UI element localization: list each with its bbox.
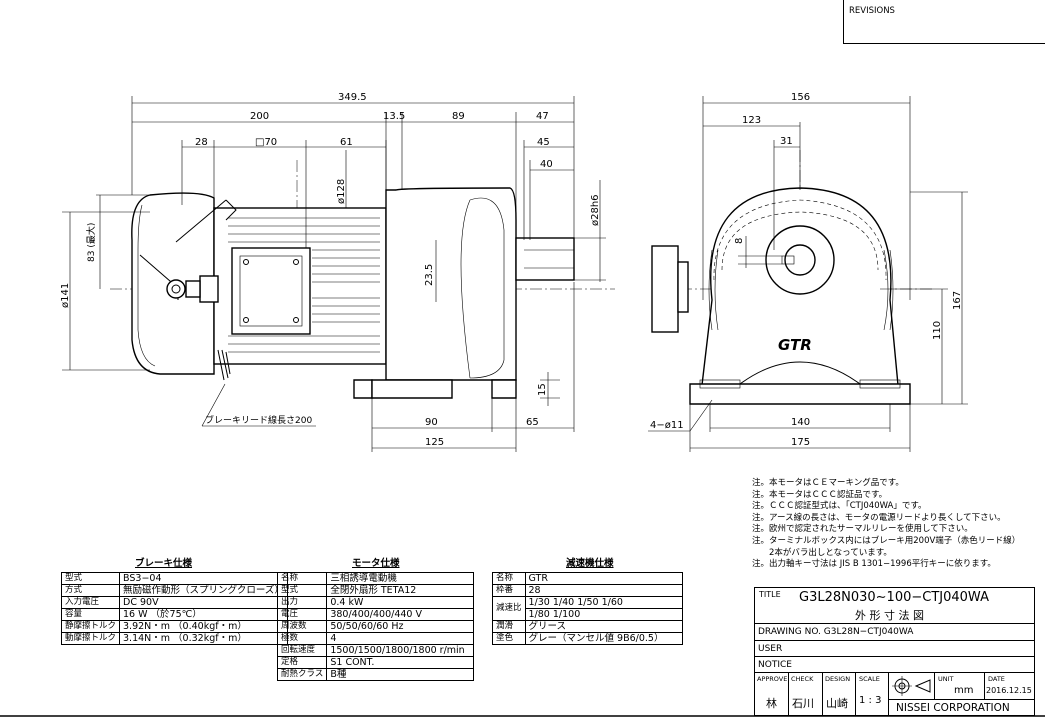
dim-23-5: 23.5 <box>424 264 435 286</box>
approve-name: 林 <box>766 697 777 710</box>
motor-spec-title: モータ仕様 <box>352 558 400 569</box>
cable-gland <box>199 275 219 303</box>
dim-167: 167 <box>952 291 963 310</box>
note-line: 注。欧州で認定されたサーマルリレーを使用して下さい。 <box>752 524 973 535</box>
title-main: G3L28N030∼100−CTJ040WA <box>799 590 989 605</box>
motor-fins <box>228 217 380 353</box>
output-shaft <box>515 237 575 281</box>
scale-value: 1 : 3 <box>859 695 882 706</box>
dim-123: 123 <box>742 115 761 126</box>
note-line: 注。アース線の長さは、モータの電源リードより長くして下さい。 <box>752 512 1006 523</box>
dim-47: 47 <box>536 111 549 122</box>
dim-156: 156 <box>791 92 810 103</box>
brake-spec-title: ブレーキ仕様 <box>135 558 193 569</box>
dim-45: 45 <box>537 137 550 148</box>
table-row: 名称三相誘導電動機 <box>276 572 475 585</box>
dim-175: 175 <box>791 437 810 448</box>
gear-housing <box>385 187 517 381</box>
title-sub: 外 形 寸 法 図 <box>855 609 924 622</box>
front-view <box>651 150 935 405</box>
check-name: 石川 <box>792 697 814 710</box>
dim-15: 15 <box>537 383 548 396</box>
side-view <box>110 160 615 399</box>
gtr-logo: GTR <box>778 336 812 354</box>
dim-349-5: 349.5 <box>338 92 367 103</box>
dim-89: 89 <box>452 111 465 122</box>
front-base <box>689 383 911 405</box>
dim-125: 125 <box>425 437 444 448</box>
dim-31: 31 <box>780 136 793 147</box>
design-name: 山崎 <box>826 697 848 710</box>
dim-90: 90 <box>425 417 438 428</box>
dim-8: 8 <box>734 238 745 244</box>
dim-13-5: 13.5 <box>383 111 405 122</box>
revisions-label: REVISIONS <box>849 6 895 16</box>
dim-dia141: ø141 <box>60 283 71 308</box>
drawing-number: DRAWING NO. G3L28N−CTJ040WA <box>758 627 914 637</box>
dim-box70: □70 <box>255 137 277 148</box>
dim-40: 40 <box>540 159 553 170</box>
table-row: 方式無励磁作動形（スプリングクローズ） <box>60 584 288 597</box>
dim-110: 110 <box>932 321 943 340</box>
dim-dia28h6: ø28h6 <box>590 194 601 226</box>
notes: 注。本モータはＣＥマーキング品です。 注。本モータはＣＣＣ認証品です。 注。ＣＣ… <box>752 478 1020 571</box>
title-label: TITLE <box>759 590 781 599</box>
dim-28: 28 <box>195 137 208 148</box>
shaft-end <box>784 244 816 276</box>
table-row: 型式全閉外扇形 TETA12 <box>276 584 475 597</box>
table-row: 潤滑グリース <box>492 620 683 633</box>
dim-holes: 4−ø11 <box>650 420 684 431</box>
dim-dia128: ø128 <box>336 179 347 204</box>
base-foot <box>371 379 453 399</box>
note-line: 注。本モータはＣＣＣ認証品です。 <box>752 489 888 500</box>
front-dimensions <box>648 96 968 452</box>
brake-lead-note: ブレーキリード線長さ200 <box>205 414 312 426</box>
front-terminal-box <box>651 245 679 333</box>
notice-label: NOTICE <box>758 660 792 670</box>
dim-200: 200 <box>250 111 269 122</box>
side-dimensions <box>62 96 606 452</box>
dim-140: 140 <box>791 417 810 428</box>
title-block: TITLE G3L28N030∼100−CTJ040WA 外 形 寸 法 図 D… <box>754 587 1035 716</box>
company-name: NISSEI CORPORATION <box>896 702 1010 714</box>
dim-83-max: 83 (最大) <box>85 223 97 262</box>
table-row: 塗色グレー（マンセル値 9B6/0.5） <box>492 632 683 645</box>
user-label: USER <box>758 644 783 654</box>
revisions-box: REVISIONS <box>843 0 1045 44</box>
note-line: 注。本モータはＣＥマーキング品です。 <box>752 478 904 488</box>
dim-65: 65 <box>526 417 539 428</box>
note-line: 注。出力軸キー寸法は JIS B 1301−1996平行キーに依ります。 <box>752 559 996 570</box>
dim-61: 61 <box>340 137 353 148</box>
terminal-box <box>231 247 311 335</box>
reducer-spec-title: 減速機仕様 <box>566 558 614 569</box>
projection-symbol-icon <box>892 676 931 696</box>
note-line: 2本がバラ出しとなっています。 <box>752 547 892 558</box>
note-line: 注。ＣＣＣ認証型式は、「CTJ040WA」です。 <box>752 501 927 512</box>
unit-value: mm <box>954 685 974 696</box>
date-value: 2016.12.15 <box>986 686 1032 695</box>
note-line: 注。ターミナルボックス内にはブレーキ用200V端子（赤色リード線） <box>752 535 1021 546</box>
